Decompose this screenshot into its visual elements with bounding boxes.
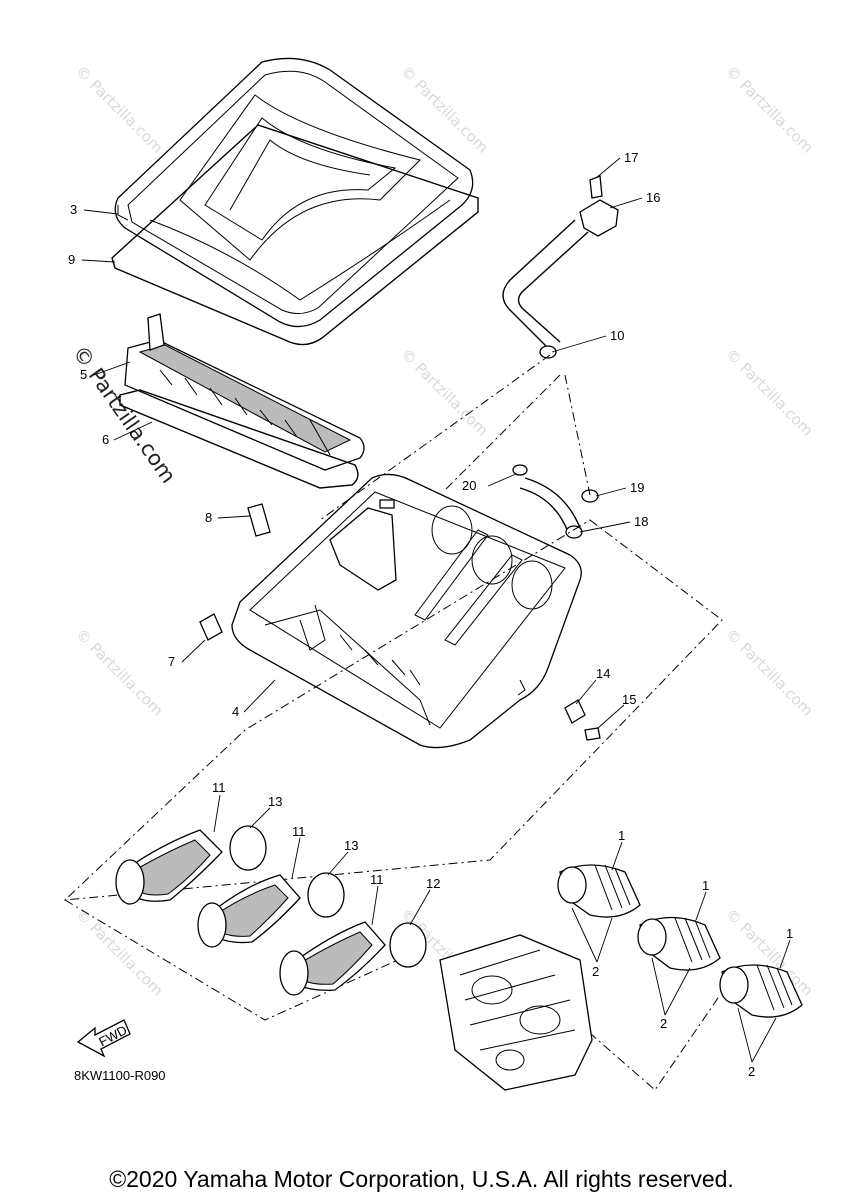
watermark: © Partzilla.com bbox=[72, 62, 167, 157]
callout-20: 20 bbox=[462, 478, 476, 493]
callout-13: 13 bbox=[268, 794, 282, 809]
air-box-case bbox=[231, 473, 582, 749]
watermark: © Partzilla.com bbox=[722, 345, 817, 440]
callout-1: 1 bbox=[702, 878, 709, 893]
callout-2: 2 bbox=[660, 1016, 667, 1031]
callout-2: 2 bbox=[748, 1064, 755, 1079]
callout-1: 1 bbox=[618, 828, 625, 843]
part-8-block bbox=[247, 503, 271, 537]
callout-18: 18 bbox=[634, 514, 648, 529]
reference-code: 8KW1100-R090 bbox=[74, 1068, 166, 1083]
callout-4: 4 bbox=[232, 704, 239, 719]
copyright-notice: ©2020 Yamaha Motor Corporation, U.S.A. A… bbox=[109, 1166, 734, 1192]
callout-10: 10 bbox=[610, 328, 624, 343]
callout-8: 8 bbox=[205, 510, 212, 525]
watermark: © Partzilla.com bbox=[72, 625, 167, 720]
callout-9: 9 bbox=[68, 252, 75, 267]
callout-labels: 3 9 5 6 8 7 4 17 16 10 20 19 18 14 15 11… bbox=[68, 150, 793, 1079]
callout-16: 16 bbox=[646, 190, 660, 205]
cover-gasket bbox=[111, 124, 479, 346]
callout-7: 7 bbox=[168, 654, 175, 669]
fwd-label: FWD bbox=[96, 1022, 129, 1049]
breather-hose bbox=[502, 175, 619, 359]
callout-19: 19 bbox=[630, 480, 644, 495]
callout-14: 14 bbox=[596, 666, 610, 681]
callout-5: 5 bbox=[80, 367, 87, 382]
callout-1: 1 bbox=[786, 926, 793, 941]
fwd-arrow-icon: FWD bbox=[76, 1019, 131, 1058]
part-7-clip bbox=[199, 613, 223, 641]
intake-manifolds bbox=[557, 864, 803, 1018]
callout-11: 11 bbox=[370, 872, 384, 887]
element-seal bbox=[119, 389, 359, 489]
part-15-screw bbox=[584, 727, 601, 741]
callout-15: 15 bbox=[622, 692, 636, 707]
throttle-body bbox=[439, 934, 593, 1091]
drain-hose bbox=[512, 464, 599, 539]
callout-6: 6 bbox=[102, 432, 109, 447]
callout-3: 3 bbox=[70, 202, 77, 217]
air-cleaner-cover bbox=[114, 57, 474, 328]
watermark: © Partzilla.com bbox=[722, 62, 817, 157]
part-14-bolt bbox=[564, 699, 586, 724]
watermark: © Partzilla.com bbox=[397, 345, 492, 440]
intake-joints bbox=[115, 825, 427, 996]
callout-11: 11 bbox=[212, 780, 226, 795]
callout-13: 13 bbox=[344, 838, 358, 853]
callout-12: 12 bbox=[426, 876, 440, 891]
watermark: © Partzilla.com bbox=[722, 625, 817, 720]
callout-2: 2 bbox=[592, 964, 599, 979]
callout-11: 11 bbox=[292, 824, 306, 839]
callout-17: 17 bbox=[624, 150, 638, 165]
leader-lines bbox=[81, 157, 791, 1063]
assembly-lines bbox=[63, 354, 723, 1091]
air-filter-element bbox=[124, 313, 365, 471]
